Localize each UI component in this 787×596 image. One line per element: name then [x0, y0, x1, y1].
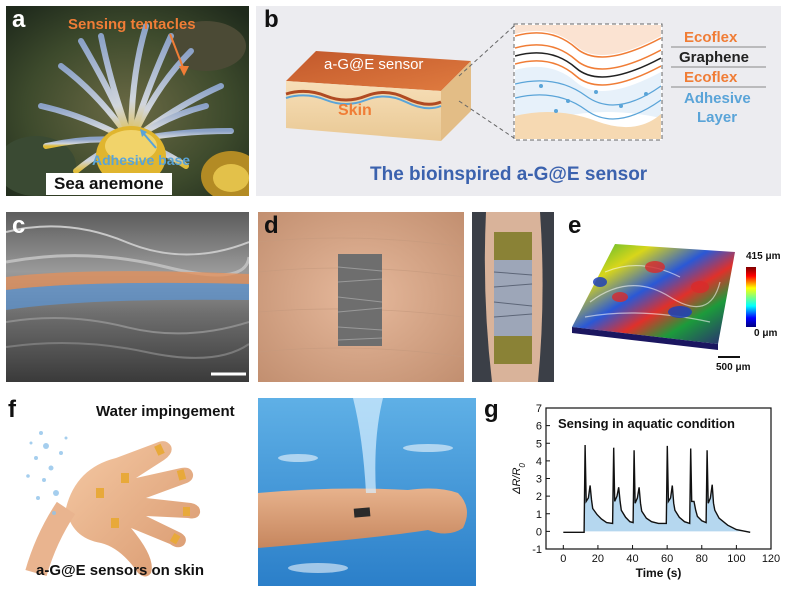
panel-label-b: b: [264, 6, 279, 33]
x-tick-label: 80: [696, 553, 708, 565]
panel-e: e: [560, 212, 782, 382]
panel-f-hand-render: f Water impingement a-G@E sensors on ski…: [6, 398, 249, 586]
water-impingement-label: Water impingement: [96, 403, 235, 420]
chart-title: Sensing in aquatic condition: [558, 416, 735, 431]
panel-b-caption: The bioinspired a-G@E sensor: [370, 164, 648, 185]
layer-adhesive: Adhesive: [684, 90, 751, 107]
panel-c-sem-image: c: [6, 212, 249, 382]
panel-d-skin-photo: d: [258, 212, 464, 382]
series-fill-0: [563, 445, 751, 532]
x-tick-label: 40: [626, 553, 638, 565]
panel-label-f: f: [8, 398, 16, 423]
y-tick-label: 1: [536, 509, 542, 521]
x-axis-label: Time (s): [636, 566, 682, 580]
y-tick-label: 5: [536, 438, 542, 450]
scalebar-label: 500 μm: [716, 362, 751, 373]
y-tick-label: 3: [536, 474, 542, 486]
colorbar: [746, 267, 756, 327]
y-tick-label: -1: [532, 544, 542, 556]
x-tick-label: 20: [592, 553, 604, 565]
panel-a-photo: a Sensing tentacles Adhesive base Sea an…: [6, 6, 249, 196]
layer-graphene: Graphene: [679, 49, 750, 66]
y-axis-label-delta: ΔR/R: [511, 468, 523, 495]
skin-label: Skin: [338, 102, 372, 119]
sensor-on-skin-photo: [258, 212, 464, 382]
sea-anemone-photo: [6, 6, 249, 196]
panel-label-d: d: [264, 212, 279, 239]
layer-ecoflex-top: Ecoflex: [684, 29, 738, 46]
sensors-on-skin-label: a-G@E sensors on skin: [36, 562, 205, 579]
wrist-under-water-photo: [258, 398, 476, 586]
panel-label-c: c: [12, 212, 26, 239]
sensor-label: a-G@E sensor: [324, 56, 424, 73]
colorbar-min-label: 0 μm: [754, 328, 778, 339]
colorbar-max-label: 415 μm: [746, 251, 781, 262]
annotation-arrows: [140, 33, 189, 149]
x-tick-label: 60: [661, 553, 673, 565]
layer-ecoflex-bottom: Ecoflex: [684, 69, 738, 86]
series-line-0: [563, 444, 751, 533]
y-tick-label: 6: [536, 421, 542, 433]
y-tick-label: 2: [536, 491, 542, 503]
sensing-tentacles-label: Sensing tentacles: [68, 16, 196, 33]
y-axis-label-sub: 0: [518, 463, 527, 468]
sem-cross-section: [6, 212, 249, 382]
x-tick-label: 0: [560, 553, 566, 565]
y-tick-label: 0: [536, 526, 542, 538]
panel-label-g: g: [484, 398, 499, 423]
y-axis-label: ΔR/R0: [511, 463, 527, 495]
panel-b: b: [256, 6, 781, 196]
surface-topography-3d: [572, 244, 756, 358]
hand-illustration: [25, 431, 201, 577]
panel-f-water-photo: [258, 398, 476, 586]
y-tick-label: 4: [536, 456, 542, 468]
x-tick-label: 120: [762, 553, 780, 565]
x-tick-label: 100: [727, 553, 745, 565]
layer-adhesive-line2: Layer: [697, 109, 738, 126]
sensor-on-wrist-photo: [472, 212, 554, 382]
sensor-schematic: [285, 23, 766, 141]
panel-label-a: a: [12, 6, 26, 33]
panel-d-wrist-photo: [472, 212, 554, 382]
y-tick-label: 7: [536, 403, 542, 415]
panel-label-e: e: [568, 212, 582, 239]
adhesive-base-label: Adhesive base: [92, 152, 191, 168]
sea-anemone-label: Sea anemone: [46, 173, 172, 195]
